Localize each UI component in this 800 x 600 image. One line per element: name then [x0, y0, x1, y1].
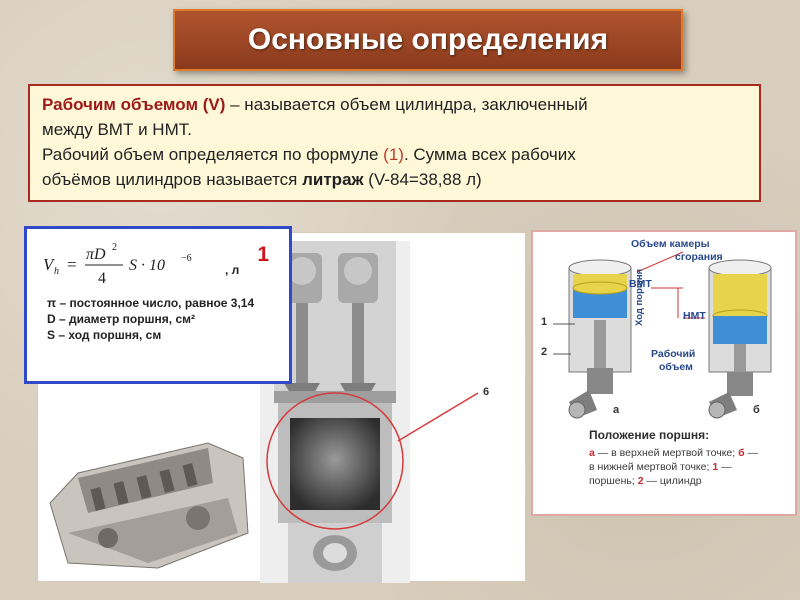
definition-line-1-rest: – называется объем цилиндра, заключенный [225, 95, 588, 114]
label-work-volume-line-1: Рабочий [651, 348, 696, 360]
formula-lhs-subscript: h [54, 266, 59, 277]
definition-box: Рабочим объемом (V) – называется объем ц… [28, 84, 761, 202]
definition-line-4-prefix: объёмов цилиндров называется [42, 170, 303, 189]
formula-reference: (1) [383, 145, 404, 164]
cylinder-a [568, 259, 632, 419]
leader-chamber [636, 251, 684, 273]
engine-block-image [49, 442, 249, 569]
label-bdc: НМТ [683, 310, 706, 322]
formula-denominator: 4 [98, 270, 106, 287]
definition-keyword: литраж [302, 170, 364, 189]
formula-lhs: V [43, 255, 56, 274]
caption-part: 1 [712, 461, 719, 473]
caption-part: — в нижней мертвой точке; [589, 447, 759, 473]
caption-part: а [589, 447, 595, 459]
cylinder-cutaway: 6 [260, 241, 489, 583]
legend-pi: π – постоянное число, равное 3,14 [47, 296, 255, 310]
formula-number: 1 [257, 243, 269, 266]
formula-numerator: πD [86, 246, 106, 263]
slide-title: Основные определения [173, 9, 683, 71]
definition-line-3-prefix: Рабочий объем определяется по формуле [42, 145, 384, 164]
caption-part: 2 [637, 475, 644, 487]
label-tdc: ВМТ [629, 278, 652, 290]
cutaway-callout-label: 6 [483, 386, 489, 398]
formula-legend: π – постоянное число, равное 3,14 D – ди… [47, 295, 254, 343]
label-position-b: б [753, 404, 760, 416]
caption-part: — поршень; [589, 461, 732, 487]
definition-line-4: объёмов цилиндров называется литраж (V-8… [42, 167, 747, 192]
formula-units: , л [225, 263, 240, 277]
definition-line-3: Рабочий объем определяется по формуле (1… [42, 142, 747, 167]
slide-title-text: Основные определения [247, 23, 609, 56]
formula-numerator-exponent: 2 [112, 242, 117, 253]
caption-part: б [738, 447, 745, 459]
label-position-a: а [613, 404, 620, 416]
label-chamber-line-2: сгорания [675, 251, 723, 263]
label-number-1: 1 [541, 316, 548, 328]
label-number-2: 2 [541, 346, 548, 358]
label-work-volume-line-2: объем [659, 361, 693, 373]
formula-expression: V h = πD 2 4 S · 10 −6 [43, 242, 192, 287]
caption-text: а — в верхней мертвой точке; б — в нижне… [589, 446, 765, 488]
piston-diagram [553, 251, 772, 419]
legend-diameter: D – диаметр поршня, см² [47, 312, 195, 326]
formula-tail-exponent: −6 [181, 253, 192, 264]
definition-line-3-suffix: . Сумма всех рабочих [403, 145, 576, 164]
caption-part: — цилиндр [643, 475, 702, 487]
legend-stroke: S – ход поршня, см [47, 328, 162, 342]
cylinder-b [708, 259, 772, 419]
caption-title: Положение поршня: [589, 428, 710, 442]
engine-cutaway-figure: 6 [49, 241, 489, 583]
caption-part: — в верхней мертвой точке; [594, 447, 739, 459]
definition-term: Рабочим объемом (V) [42, 95, 226, 114]
definition-line-1: Рабочим объемом (V) – называется объем ц… [42, 92, 747, 117]
definition-line-2: между ВМТ и НМТ. [42, 120, 192, 139]
formula-box: V h = πD 2 4 S · 10 −6 , л 1 π – постоян… [24, 226, 292, 384]
formula-tail: S · 10 [129, 257, 165, 274]
formula-equals: = [67, 255, 77, 274]
piston-diagram-panel: Объем камеры сгорания ВМТ НМТ Ход поршня… [531, 230, 797, 516]
label-chamber-line-1: Объем камеры [631, 238, 710, 250]
definition-line-4-suffix: (V-84=38,88 л) [363, 170, 482, 189]
label-stroke: Ход поршня [634, 268, 645, 326]
